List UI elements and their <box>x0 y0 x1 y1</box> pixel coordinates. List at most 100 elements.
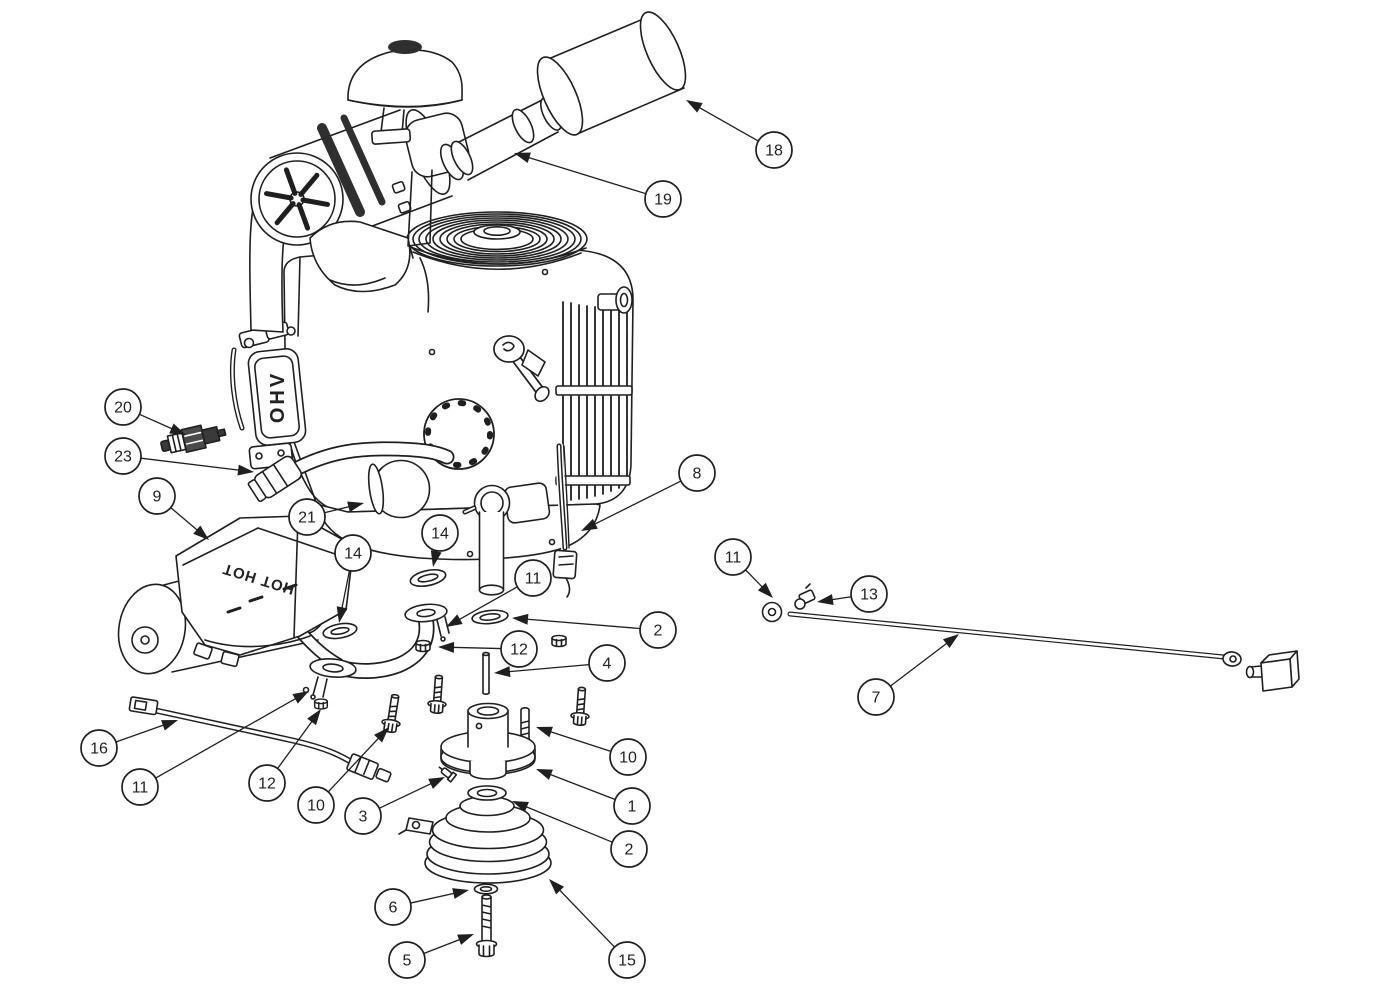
arrowhead-11 <box>446 614 463 627</box>
wire-harness-engine <box>552 442 578 598</box>
header-flange-left <box>309 658 357 678</box>
arrowhead-1 <box>536 769 553 780</box>
callout-11: 11 <box>714 538 773 598</box>
callout-number-14: 14 <box>344 546 362 563</box>
exhaust-header-pipe <box>302 603 450 700</box>
leader-line-10 <box>327 732 385 793</box>
leader-line-7 <box>889 638 954 687</box>
leader-line-2 <box>519 803 613 843</box>
fuel-pump <box>462 482 551 524</box>
arrowhead-2 <box>512 801 529 813</box>
callout-number-3: 3 <box>359 809 368 826</box>
callout-11: 11 <box>446 559 552 627</box>
callout-balloon-11 <box>121 768 159 806</box>
leader-line-15 <box>554 884 615 948</box>
callout-4: 4 <box>494 644 626 682</box>
pre-cleaner-cap <box>347 49 463 108</box>
callout-balloon-23 <box>104 437 142 475</box>
callout-number-7: 7 <box>872 690 881 707</box>
top-muffler <box>536 11 687 136</box>
air-cleaner-assembly <box>249 40 470 333</box>
callout-number-16: 16 <box>90 741 108 758</box>
callout-balloon-10 <box>297 786 335 824</box>
arrowhead-8 <box>581 518 598 531</box>
callout-balloon-14 <box>421 514 459 552</box>
arrowhead-12 <box>438 641 455 653</box>
leader-line-6 <box>410 891 462 904</box>
valve-cover-text: OHV <box>267 371 289 423</box>
header-flange-right <box>404 603 448 623</box>
gasket-14-left <box>322 622 358 640</box>
callout-number-11: 11 <box>725 550 742 567</box>
callout-balloon-15 <box>608 941 646 979</box>
arrowhead-12 <box>307 709 321 726</box>
flange-bolt-c <box>570 686 590 726</box>
callout-number-21: 21 <box>298 510 316 527</box>
callout-11: 11 <box>121 691 309 806</box>
callout-balloon-5 <box>388 941 426 979</box>
intake-tube <box>439 97 563 181</box>
callout-10: 10 <box>536 726 647 776</box>
callout-5: 5 <box>388 934 474 979</box>
callout-2: 2 <box>512 801 648 868</box>
callout-16: 16 <box>80 720 178 767</box>
callout-9: 9 <box>138 477 209 540</box>
leader-line-12 <box>445 646 502 650</box>
arrowhead-16 <box>161 720 178 731</box>
arrowhead-4 <box>494 666 511 678</box>
throttle-rod <box>761 583 1300 692</box>
leader-line-10 <box>543 728 612 753</box>
arrowhead-13 <box>817 594 834 606</box>
callout-balloon-1 <box>613 787 651 825</box>
washer-6 <box>473 883 499 895</box>
callout-number-19: 19 <box>654 192 672 209</box>
clutch-assembly <box>398 785 552 884</box>
callout-balloon-8 <box>678 454 716 492</box>
callout-number-6: 6 <box>389 900 398 917</box>
arrowhead-15 <box>549 879 565 895</box>
callout-number-2: 2 <box>654 623 663 640</box>
callout-6: 6 <box>374 888 469 926</box>
callout-balloon-6 <box>374 888 412 926</box>
set-screw-3 <box>438 766 458 783</box>
callout-balloon-9 <box>138 477 176 515</box>
leader-line-12 <box>277 715 317 769</box>
cover-star <box>264 167 330 231</box>
arrowhead-11 <box>757 582 773 598</box>
callout-number-1: 1 <box>628 799 637 816</box>
callout-21: 21 <box>288 498 364 536</box>
callout-balloon-19 <box>644 180 682 218</box>
rod-ball-joint <box>794 583 816 610</box>
arrowhead-11 <box>292 691 309 704</box>
flange-bolt-a <box>381 693 401 734</box>
callout-18: 18 <box>686 100 793 169</box>
leader-line-11 <box>452 586 518 624</box>
callout-13: 13 <box>817 575 888 613</box>
intake-scoop <box>309 220 411 293</box>
leader-line-18 <box>692 103 759 142</box>
cooling-fins <box>562 301 628 501</box>
arrowhead-7 <box>942 634 959 649</box>
leader-line-8 <box>587 480 682 529</box>
elbow-union-nut <box>247 455 303 503</box>
gasket-14-right <box>409 568 447 588</box>
callout-balloon-10 <box>609 738 647 776</box>
callout-number-10: 10 <box>307 798 325 815</box>
nut-extra <box>551 634 567 648</box>
nut-12-right <box>415 639 431 653</box>
leader-line-1 <box>543 771 616 801</box>
arrowhead-2 <box>512 613 529 625</box>
bolt-5 <box>475 894 498 958</box>
callout-balloon-14 <box>334 534 372 572</box>
callout-balloon-12 <box>500 630 538 668</box>
arrowhead-19 <box>514 152 531 163</box>
arrowhead-10 <box>374 727 389 743</box>
leader-line-23 <box>140 457 247 472</box>
callout-number-15: 15 <box>618 953 636 970</box>
callout-balloon-11 <box>714 538 752 576</box>
callout-1: 1 <box>536 769 651 825</box>
callout-8: 8 <box>581 454 716 531</box>
